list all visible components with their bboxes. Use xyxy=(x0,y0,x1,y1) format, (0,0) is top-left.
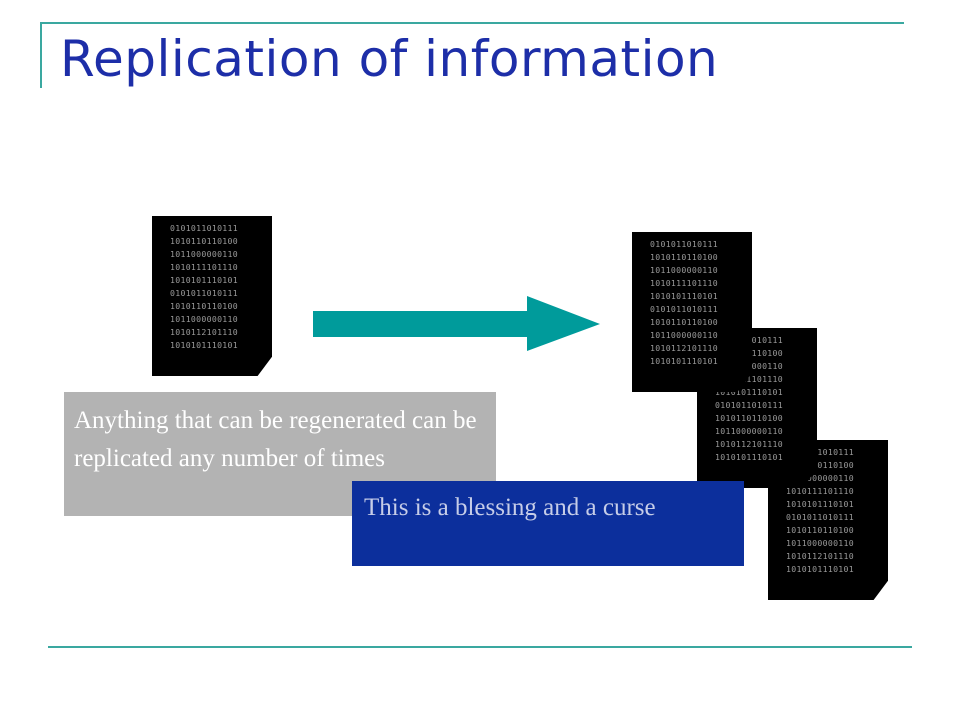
blue-callout-text: This is a blessing and a curse xyxy=(364,494,656,521)
blue-callout: This is a blessing and a curse xyxy=(352,481,744,566)
bottom-rule xyxy=(48,646,912,648)
slide-title: Replication of information xyxy=(60,30,719,88)
replication-arrow xyxy=(313,296,600,351)
left-rule xyxy=(40,22,42,88)
gray-callout-text: Anything that can be regenerated can be … xyxy=(74,407,477,472)
top-rule xyxy=(40,22,904,24)
